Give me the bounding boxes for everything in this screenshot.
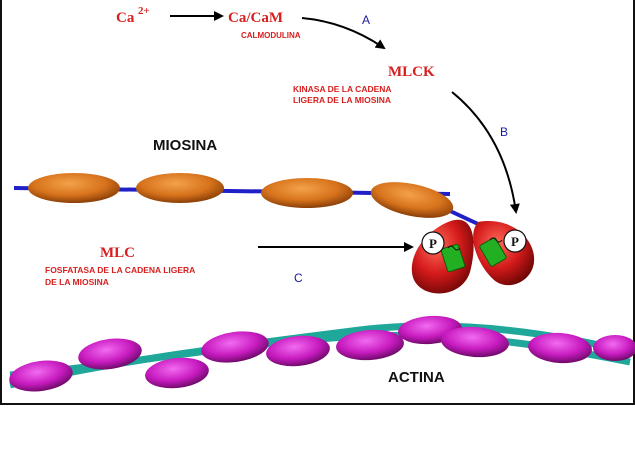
calcium-charge-label: 2+ xyxy=(138,5,150,17)
calmodulina-label: CALMODULINA xyxy=(241,31,301,40)
miosina-label: MIOSINA xyxy=(153,137,217,154)
actin-bead-3 xyxy=(145,357,209,389)
actin-bead-4 xyxy=(201,331,269,363)
actina-label: ACTINA xyxy=(388,369,445,386)
actin-bead-2 xyxy=(78,338,142,370)
mlck-to-head-arrow xyxy=(451,91,520,214)
light-chain-right xyxy=(479,237,507,267)
tilde-left xyxy=(447,245,461,251)
myosin-segment-1 xyxy=(28,173,120,203)
phosphate-left-label: P xyxy=(429,236,437,251)
actin-bead-1 xyxy=(9,360,73,392)
actin-bead-9 xyxy=(528,332,592,364)
myosin-segment-4 xyxy=(370,182,454,218)
myosin-filament: P P xyxy=(13,173,535,294)
cam-to-mlck-arrow xyxy=(301,17,386,50)
mlc-desc-line2: DE LA MIOSINA xyxy=(45,277,109,287)
ca-cam-label: Ca/CaM xyxy=(228,10,283,26)
actin-bead-5 xyxy=(266,335,330,367)
mlck-label: MLCK xyxy=(388,64,435,80)
actin-bead-6 xyxy=(336,329,404,361)
tilde-right xyxy=(489,237,503,243)
actin-bead-8 xyxy=(441,326,509,358)
myosin-segment-3 xyxy=(261,178,353,208)
actin-filament xyxy=(9,315,635,392)
myosin-segment-2 xyxy=(136,173,224,203)
phosphate-left-circle xyxy=(421,231,445,255)
mlc-desc-line1: FOSFATASA DE LA CADENA LIGERA xyxy=(45,265,195,275)
actin-bead-10 xyxy=(593,335,635,361)
phosphate-right-label: P xyxy=(511,234,519,249)
step-c-label: C xyxy=(294,271,303,285)
mlck-desc-line1: KINASA DE LA CADENA xyxy=(293,84,392,94)
calcium-label: Ca xyxy=(116,10,135,26)
step-b-label: B xyxy=(500,125,508,139)
step-a-label: A xyxy=(362,13,370,27)
mlck-desc-line2: LIGERA DE LA MIOSINA xyxy=(293,95,391,105)
mlc-label: MLC xyxy=(100,245,135,261)
phosphate-right-circle xyxy=(503,229,527,253)
